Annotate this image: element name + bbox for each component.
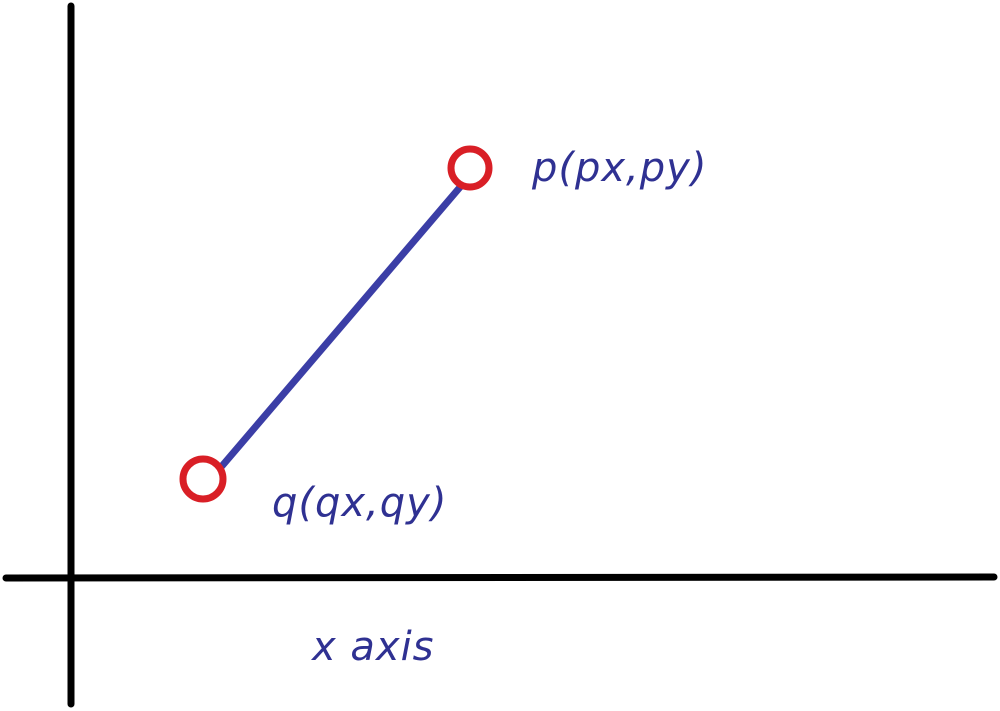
point-p-label: p(px,py) xyxy=(531,145,707,191)
point-q-label: q(qx,qy) xyxy=(272,480,447,526)
x-axis-line xyxy=(2,573,998,582)
x-axis-label: x axis xyxy=(310,624,435,670)
point-p-marker xyxy=(447,145,493,191)
point-q-marker xyxy=(179,455,227,503)
segment-pq xyxy=(218,182,465,470)
